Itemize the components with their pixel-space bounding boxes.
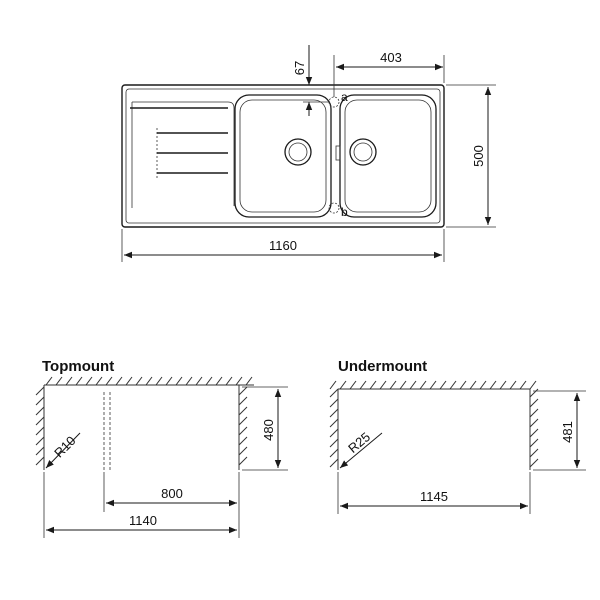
svg-text:480: 480 <box>261 419 276 441</box>
undermount-title: Undermount <box>338 358 427 375</box>
bowl-right <box>335 94 437 218</box>
undermount-radius: R25 <box>339 429 383 469</box>
svg-text:1145: 1145 <box>420 489 448 504</box>
svg-text:403: 403 <box>380 50 402 65</box>
svg-text:1160: 1160 <box>269 238 297 253</box>
topmount-hatching <box>35 376 254 470</box>
topmount-dimension-480: 480 <box>242 386 288 471</box>
topmount-title: Topmount <box>42 358 114 375</box>
dimension-500: 500 <box>446 84 496 228</box>
drain-left-icon <box>284 138 312 166</box>
bowl-left <box>234 94 332 218</box>
topmount-cutout: Topmount <box>35 358 288 538</box>
point-b-label: b <box>341 205 348 219</box>
svg-text:1140: 1140 <box>129 513 157 528</box>
dimension-403: 403 <box>333 50 445 97</box>
sink-top-view: a b 67 403 500 1160 <box>121 45 496 262</box>
svg-text:500: 500 <box>471 145 486 167</box>
svg-text:800: 800 <box>161 486 183 501</box>
point-a-label: a <box>341 90 348 104</box>
dimension-1160: 1160 <box>121 229 445 262</box>
drainboard <box>130 101 235 208</box>
drain-right-icon <box>349 138 377 166</box>
undermount-dimension-1145: 1145 <box>337 472 531 514</box>
tap-hole-b-icon <box>328 202 340 214</box>
sink-outer-rim <box>121 84 445 228</box>
svg-text:R25: R25 <box>345 429 373 456</box>
topmount-dimension-1140: 1140 <box>43 472 237 538</box>
dimension-67: 67 <box>292 45 330 116</box>
undermount-cutout: Undermount <box>329 358 586 514</box>
topmount-dimension-800: 800 <box>103 472 240 538</box>
svg-text:481: 481 <box>560 421 575 443</box>
tap-hole-a-icon <box>328 96 340 108</box>
sink-inner-rim <box>125 88 441 224</box>
topmount-radius: R10 <box>45 432 81 469</box>
undermount-hatching <box>329 380 539 470</box>
undermount-dimension-481: 481 <box>533 390 586 471</box>
svg-text:R10: R10 <box>51 433 78 460</box>
svg-text:67: 67 <box>292 61 307 75</box>
